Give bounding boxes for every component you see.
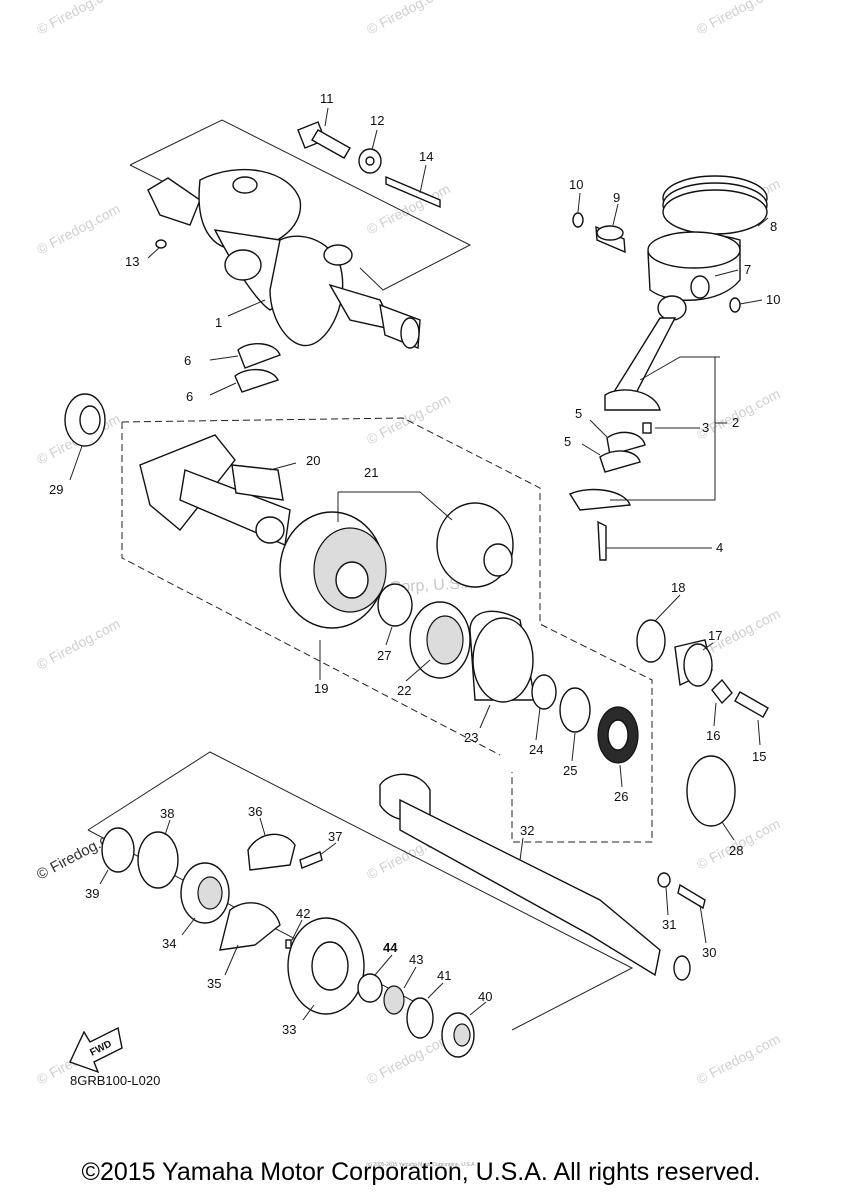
callout-21: 21 <box>364 465 378 480</box>
connecting-rod <box>568 295 687 561</box>
callout-19: 19 <box>314 681 328 696</box>
callout-40: 40 <box>478 989 492 1004</box>
bearing-seal-set <box>636 619 769 827</box>
callout-33: 33 <box>282 1022 296 1037</box>
callout-32: 32 <box>520 823 534 838</box>
callout-2: 2 <box>732 415 739 430</box>
callout-26: 26 <box>614 789 628 804</box>
callout-12: 12 <box>370 113 384 128</box>
callout-23: 23 <box>464 730 478 745</box>
callout-labels: 1 2 3 4 5 5 6 6 7 8 9 10 10 11 12 13 14 … <box>49 91 780 1037</box>
callout-10: 10 <box>569 177 583 192</box>
watermark: © Firedog.com <box>694 1030 783 1087</box>
callout-4: 4 <box>716 540 723 555</box>
watermark: © Firedog.com <box>364 1030 453 1087</box>
callout-37: 37 <box>328 829 342 844</box>
bearing <box>64 393 106 447</box>
callout-10b: 10 <box>766 292 780 307</box>
callout-31: 31 <box>662 917 676 932</box>
callout-8: 8 <box>770 219 777 234</box>
callout-25: 25 <box>563 763 577 778</box>
key <box>385 164 441 209</box>
watermark: © Firedog.com <box>364 0 453 38</box>
callout-6b: 6 <box>186 389 193 404</box>
watermark: © Firedog.com <box>34 615 123 672</box>
callout-39: 39 <box>85 886 99 901</box>
balancer-assembly <box>121 417 653 843</box>
callout-34: 34 <box>162 936 176 951</box>
callout-16: 16 <box>706 728 720 743</box>
callout-18: 18 <box>671 580 685 595</box>
callout-7: 7 <box>744 262 751 277</box>
crankshaft-assembly <box>129 119 472 350</box>
micro-copyright: (c) 2005-2015 Yamaha Motor Corporation, … <box>366 1162 476 1168</box>
primary-shaft-assembly <box>87 751 706 1058</box>
watermark: © Firedog.com <box>364 390 453 447</box>
callout-6: 6 <box>184 353 191 368</box>
crank-bolt <box>297 107 351 159</box>
watermark: © Firedog.com <box>34 200 123 257</box>
forward-arrow-icon: FWD <box>69 1026 123 1074</box>
callout-11: 11 <box>320 91 334 106</box>
callout-42: 42 <box>296 906 310 921</box>
watermark: © Firedog.com <box>694 0 783 38</box>
callout-35: 35 <box>207 976 221 991</box>
callout-28: 28 <box>729 843 743 858</box>
callout-3: 3 <box>702 420 709 435</box>
callout-9: 9 <box>613 190 620 205</box>
callout-22: 22 <box>397 683 411 698</box>
callout-17: 17 <box>708 628 722 643</box>
callout-38: 38 <box>160 806 174 821</box>
watermark: © Firedog.com <box>34 0 123 38</box>
callout-24: 24 <box>529 742 543 757</box>
crank-bearings <box>234 343 281 393</box>
washer <box>358 129 382 174</box>
leader-lines <box>69 192 769 1021</box>
callout-5: 5 <box>575 406 582 421</box>
callout-41: 41 <box>437 968 451 983</box>
callout-36: 36 <box>248 804 262 819</box>
piston-assembly <box>572 175 768 313</box>
callout-13: 13 <box>125 254 139 269</box>
callout-1: 1 <box>215 315 222 330</box>
callout-27: 27 <box>377 648 391 663</box>
callout-14: 14 <box>419 149 433 164</box>
callout-44: 44 <box>383 940 398 955</box>
callout-29: 29 <box>49 482 63 497</box>
callout-5b: 5 <box>564 434 571 449</box>
callout-15: 15 <box>752 749 766 764</box>
copyright-notice: ©2015 Yamaha Motor Corporation, U.S.A. A… <box>81 1158 761 1186</box>
callout-20: 20 <box>306 453 320 468</box>
drawing-code: 8GRB100-L020 <box>70 1073 161 1088</box>
callout-30: 30 <box>702 945 716 960</box>
callout-43: 43 <box>409 952 423 967</box>
